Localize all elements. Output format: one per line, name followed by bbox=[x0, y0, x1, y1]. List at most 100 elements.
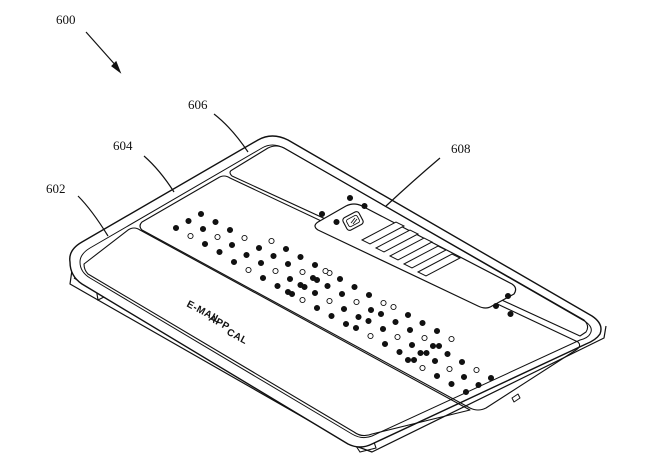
magnet-dot bbox=[336, 275, 344, 283]
magnet-dot bbox=[270, 252, 277, 260]
magnet-dot bbox=[462, 388, 470, 396]
magnet-dot bbox=[311, 261, 319, 269]
magnet-dot bbox=[423, 349, 430, 357]
magnet-dot bbox=[340, 305, 348, 313]
magnet-dot bbox=[458, 358, 466, 366]
magnet-dot bbox=[309, 274, 317, 282]
magnet-dot bbox=[333, 218, 340, 226]
magnet-dot bbox=[448, 380, 455, 388]
cover-outline bbox=[69, 135, 602, 448]
arrowhead-600 bbox=[111, 60, 122, 74]
magnet-dot bbox=[245, 266, 252, 274]
magnet-dot bbox=[460, 373, 468, 381]
magnet-dot bbox=[504, 292, 512, 300]
magnet-dot bbox=[324, 282, 331, 290]
ref-606: 606 bbox=[188, 97, 208, 112]
magnet-dot bbox=[199, 225, 207, 233]
magnet-dot bbox=[367, 332, 374, 340]
magnet-dot bbox=[241, 234, 248, 242]
leader-608 bbox=[385, 157, 441, 207]
ref-604: 604 bbox=[113, 138, 133, 153]
magnet-dot bbox=[353, 298, 360, 306]
magnet-dot bbox=[318, 210, 326, 218]
magnet-dot bbox=[257, 259, 265, 267]
magnet-dot bbox=[226, 226, 234, 234]
magnet-dot bbox=[346, 194, 354, 202]
magnet-dot bbox=[311, 289, 319, 297]
magnet-dot bbox=[272, 267, 279, 275]
magnet-dot bbox=[322, 267, 329, 275]
magnet-dot bbox=[377, 310, 385, 318]
magnet-dot bbox=[408, 341, 416, 349]
magnet-dot bbox=[187, 232, 194, 240]
magnet-dot bbox=[419, 319, 426, 327]
magnet-dot bbox=[255, 244, 263, 252]
magnet-dot bbox=[390, 303, 397, 311]
app-icon bbox=[342, 211, 364, 231]
magnet-dot bbox=[417, 349, 424, 357]
magnet-dot bbox=[297, 253, 304, 261]
magnet-dot bbox=[473, 366, 480, 374]
magnet-dot bbox=[433, 327, 441, 335]
magnet-dot bbox=[381, 340, 389, 348]
panel-606 bbox=[229, 145, 589, 337]
ref-600: 600 bbox=[56, 12, 76, 27]
magnet-dot bbox=[367, 306, 375, 314]
ref-608: 608 bbox=[451, 141, 471, 156]
magnet-dot bbox=[284, 260, 292, 268]
magnet-dot bbox=[487, 374, 495, 382]
leader-604 bbox=[143, 155, 175, 193]
magnet-dot bbox=[326, 297, 333, 305]
magnet-dot bbox=[365, 291, 373, 299]
magnet-dot bbox=[212, 218, 219, 226]
magnet-dot bbox=[352, 324, 360, 332]
magnet-dot bbox=[380, 299, 387, 307]
display-window-608 bbox=[314, 203, 517, 309]
magnet-dot bbox=[299, 268, 306, 276]
magnet-dot bbox=[351, 283, 358, 291]
magnet-dot bbox=[431, 357, 439, 365]
magnet-dot bbox=[475, 381, 482, 389]
magnet-dot bbox=[446, 365, 453, 373]
magnet-dot bbox=[284, 288, 292, 296]
magnet-dot bbox=[404, 311, 412, 319]
magnet-dot bbox=[429, 342, 437, 350]
magnet-dot bbox=[355, 313, 362, 321]
magnet-dot bbox=[342, 320, 350, 328]
leader-606 bbox=[213, 113, 249, 153]
magnet-dot-array bbox=[172, 194, 514, 396]
list-bars bbox=[360, 221, 462, 277]
magnet-dot bbox=[492, 302, 500, 310]
magnet-dot bbox=[406, 326, 414, 334]
cover-inner-border bbox=[79, 144, 592, 439]
leader-lines bbox=[77, 31, 441, 237]
magnet-dot bbox=[313, 304, 321, 312]
magnet-dot bbox=[361, 202, 368, 210]
magnet-dot bbox=[228, 241, 236, 249]
magnet-dot bbox=[379, 325, 387, 333]
magnet-dot bbox=[433, 372, 441, 380]
magnet-dot bbox=[243, 251, 250, 259]
magnet-dot bbox=[214, 233, 221, 241]
magnet-dot bbox=[259, 274, 267, 282]
magnet-dot bbox=[410, 356, 418, 364]
magnet-dot bbox=[435, 342, 443, 350]
magnet-dot bbox=[419, 364, 426, 372]
magnet-dot bbox=[286, 275, 294, 283]
magnet-dot bbox=[230, 258, 238, 266]
magnet-dot bbox=[421, 334, 428, 342]
panel-604 bbox=[139, 175, 581, 411]
magnet-dot bbox=[197, 210, 205, 218]
magnet-dot bbox=[328, 312, 335, 320]
magnet-dot bbox=[282, 245, 290, 253]
magnet-dot bbox=[444, 350, 451, 358]
ref-602: 602 bbox=[46, 181, 66, 196]
leader-602 bbox=[77, 195, 109, 237]
panel-602 bbox=[83, 227, 471, 437]
magnet-dot bbox=[404, 356, 412, 364]
magnet-dot bbox=[448, 335, 455, 343]
magnet-dot bbox=[338, 290, 346, 298]
magnet-dot bbox=[268, 237, 275, 245]
magnet-dot bbox=[365, 317, 372, 325]
